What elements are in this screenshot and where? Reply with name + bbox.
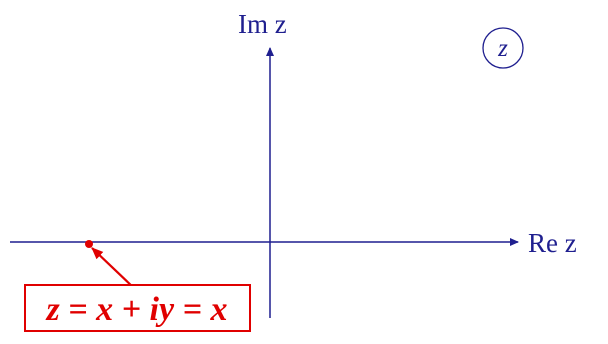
formula-box bbox=[24, 284, 251, 332]
imaginary-axis-label: Im z bbox=[238, 9, 287, 39]
real-point bbox=[85, 240, 93, 248]
plane-label-text: z bbox=[497, 35, 508, 62]
real-axis-label: Re z bbox=[528, 228, 577, 258]
formula-text: z = x + iy = x bbox=[46, 291, 228, 328]
point-pointer-arrow bbox=[91, 247, 136, 290]
plane-label-circle bbox=[482, 27, 524, 69]
